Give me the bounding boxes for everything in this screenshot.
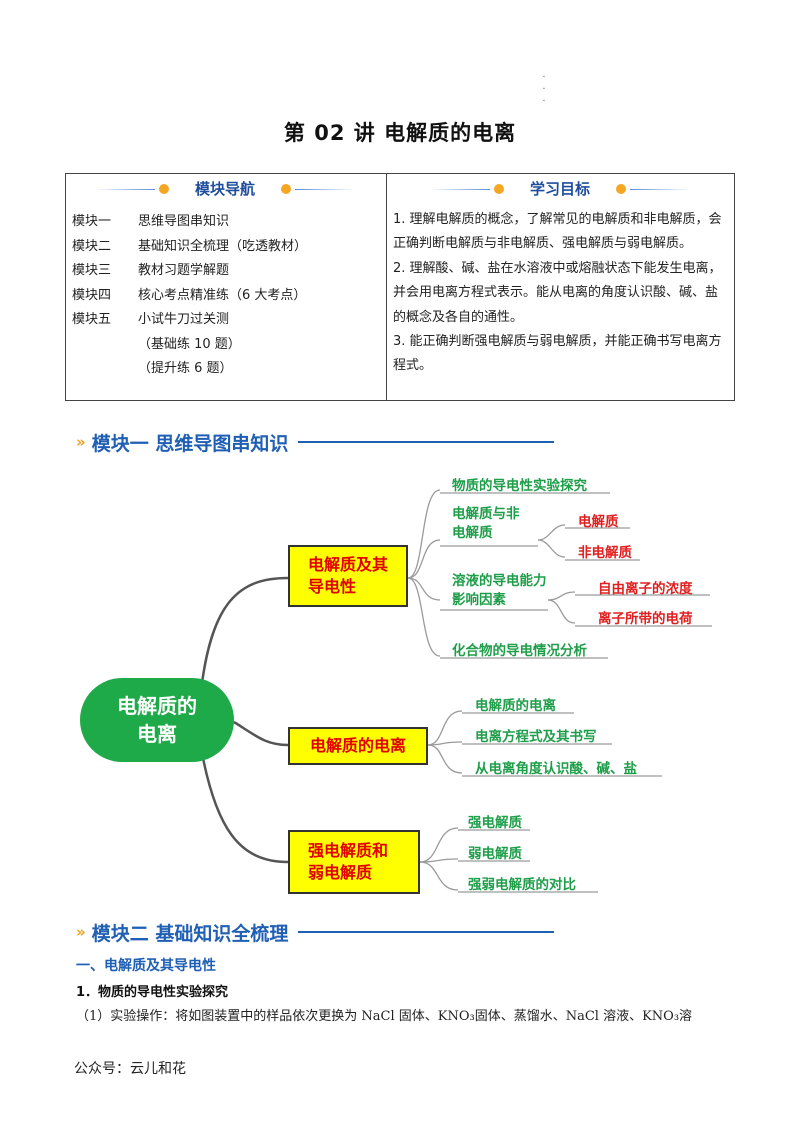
branch-node: 电解质的电离 (288, 727, 428, 765)
leaf-node: 电离方程式及其书写 (475, 729, 597, 745)
goals-list: 1. 理解电解质的概念，了解常见的电解质和非电解质，会正确判断电解质与非电解质、… (393, 208, 723, 379)
goal-item: 1. 理解电解质的概念，了解常见的电解质和非电解质，会正确判断电解质与非电解质、… (393, 212, 722, 252)
goals-heading-text: 学习目标 (529, 180, 590, 198)
nav-item: （提升练 6 题） (138, 361, 233, 376)
goal-item: 3. 能正确判断强电解质与弱电解质，并能正确书写电离方程式。 (393, 334, 722, 374)
double-chevron-icon: » (76, 433, 86, 451)
leaf-node: 离子所带的电荷 (598, 611, 693, 627)
nav-item[interactable]: 模块一思维导图串知识 (72, 214, 230, 229)
page-title: 第 02 讲 电解质的电离 (283, 121, 517, 145)
leaf-node: 电解质与非电解质 (452, 506, 520, 541)
leaf-node: 化合物的导电情况分析 (452, 643, 587, 659)
nav-heading-text: 模块导航 (194, 180, 255, 198)
mindmap-connectors (198, 489, 712, 893)
heading-rule (298, 931, 555, 933)
leaf-node: 强电解质 (468, 815, 522, 831)
section-heading: 一、电解质及其导电性 (76, 958, 216, 974)
table-divider (386, 173, 387, 401)
nav-item: （基础练 10 题） (138, 336, 241, 352)
subsection-heading: 1．物质的导电性实验探究 (76, 985, 229, 1000)
leaf-node: 物质的导电性实验探究 (452, 478, 587, 494)
decorative-dots: ··· (542, 72, 546, 107)
nav-item[interactable]: 模块四核心考点精准练（6 大考点） (72, 287, 307, 303)
mindmap-center-node: 电解质的电离 (80, 678, 234, 762)
goals-heading: 学习目标 (430, 178, 690, 200)
leaf-node: 电解质的电离 (475, 698, 556, 714)
branch-node: 强电解质和弱电解质 (288, 830, 420, 894)
leaf-node: 电解质 (578, 514, 619, 530)
leaf-node: 强弱电解质的对比 (468, 877, 576, 893)
goal-item: 2. 理解酸、碱、盐在水溶液中或熔融状态下能发生电离，并会用电离方程式表示。能从… (393, 260, 722, 325)
double-chevron-icon: » (76, 923, 86, 941)
body-paragraph: （1）实验操作：将如图装置中的样品依次更换为 NaCl 固体、KNO₃固体、蒸馏… (76, 1009, 693, 1024)
nav-item[interactable]: 模块三教材习题学解题 (72, 263, 230, 278)
leaf-node: 非电解质 (578, 545, 632, 561)
heading-rule (298, 441, 555, 443)
leaf-node: 自由离子的浓度 (598, 581, 693, 597)
branch-node: 电解质及其导电性 (288, 545, 408, 607)
module2-heading: » 模块二 基础知识全梳理 (76, 920, 555, 945)
nav-item[interactable]: 模块二基础知识全梳理（吃透教材） (72, 238, 308, 254)
leaf-node: 弱电解质 (468, 846, 522, 862)
nav-list: 模块一思维导图串知识 模块二基础知识全梳理（吃透教材） 模块三教材习题学解题 模… (72, 210, 382, 382)
leaf-node: 从电离角度认识酸、碱、盐 (475, 761, 637, 777)
nav-heading: 模块导航 (95, 178, 355, 200)
leaf-node: 溶液的导电能力影响因素 (452, 573, 547, 608)
nav-item[interactable]: 模块五小试牛刀过关测 (72, 312, 230, 327)
footer-credit: 公众号：云儿和花 (74, 1061, 186, 1077)
overview-table (65, 173, 735, 401)
module1-heading: » 模块一 思维导图串知识 (76, 430, 555, 455)
